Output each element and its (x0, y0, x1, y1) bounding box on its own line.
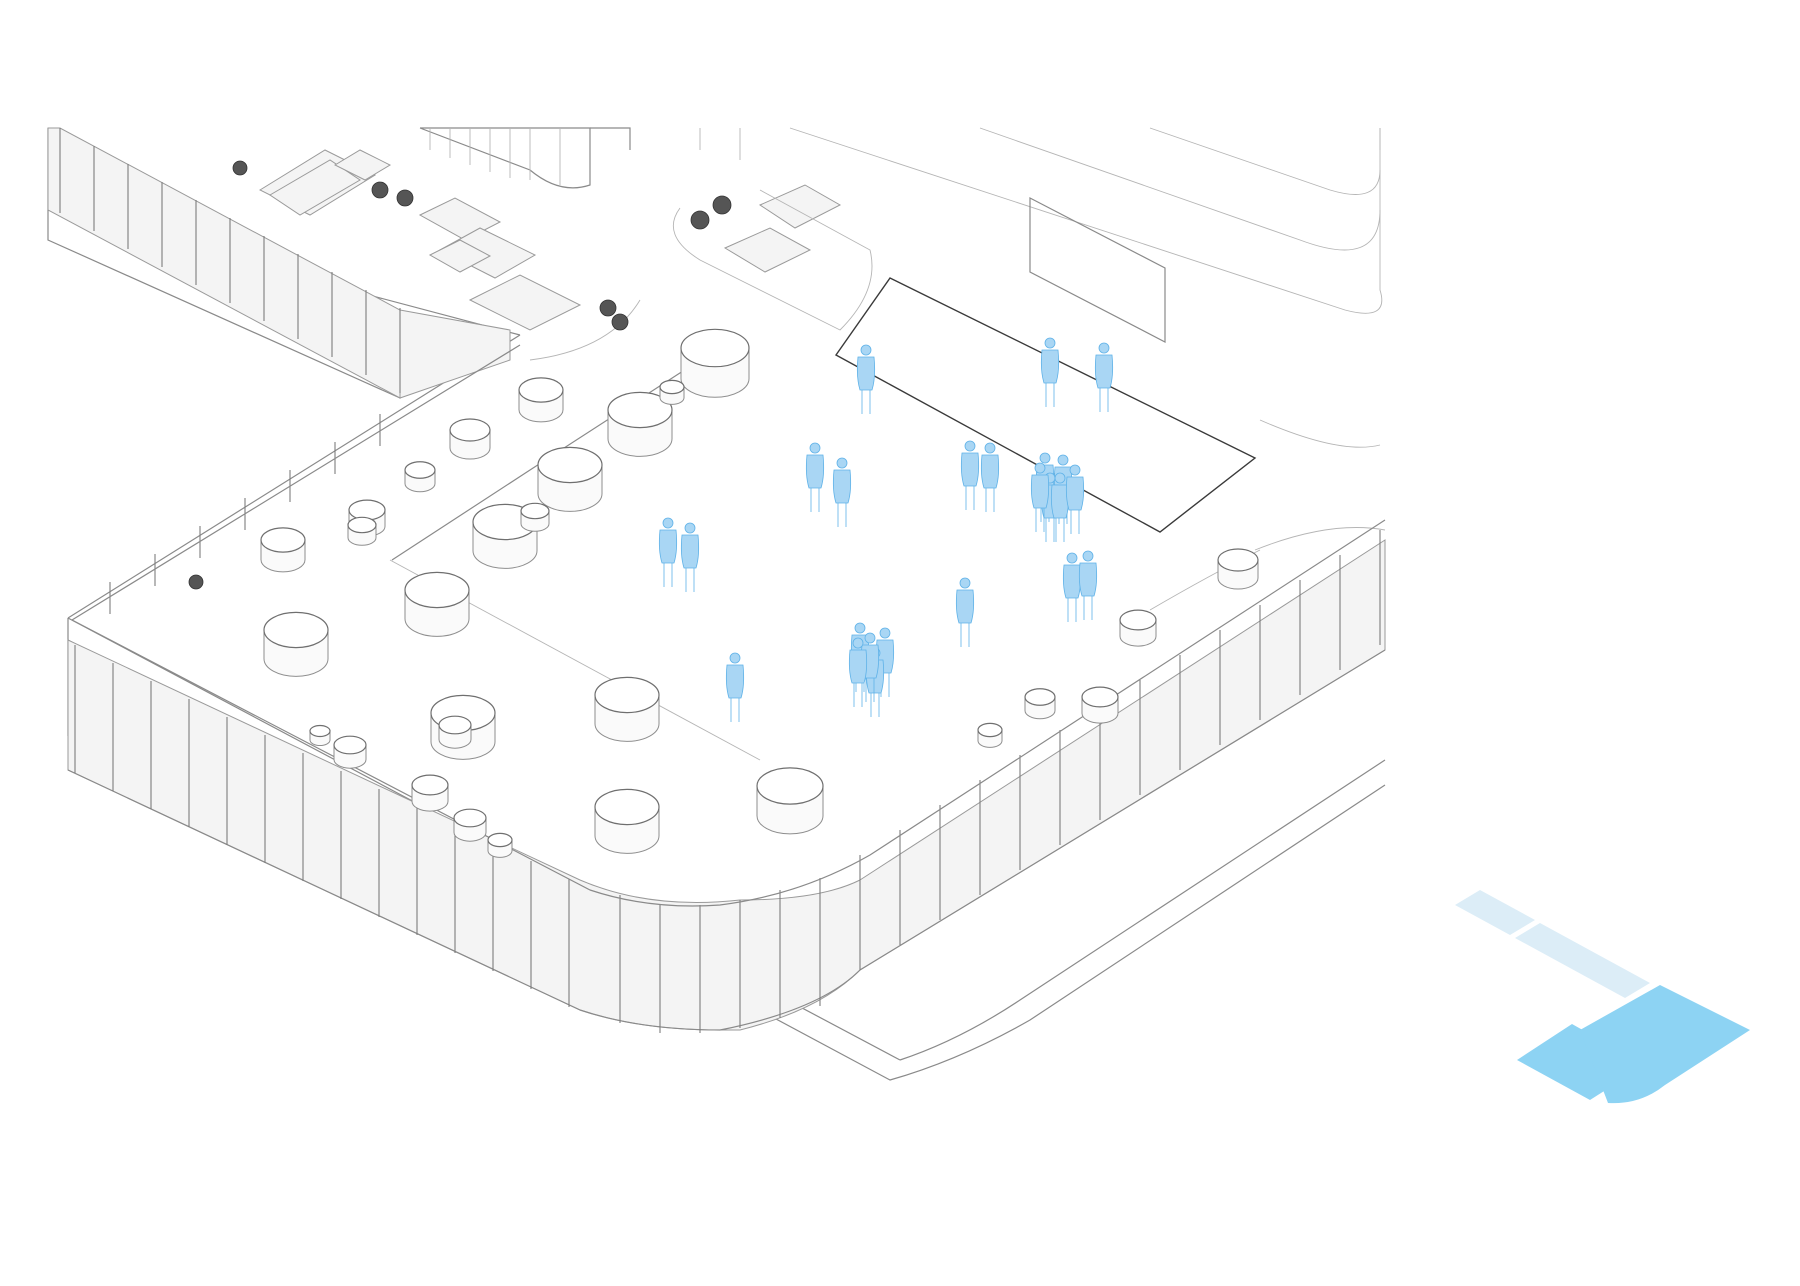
planter (1217, 548, 1259, 590)
planter (309, 724, 331, 746)
key-plan (1455, 890, 1750, 1104)
planter (680, 328, 750, 398)
planter (404, 571, 470, 637)
planter (411, 774, 449, 812)
planter (756, 767, 824, 835)
planter (404, 461, 436, 493)
planter (594, 788, 660, 854)
person-figure (1078, 550, 1098, 620)
person-figure (680, 522, 700, 592)
planter (1081, 686, 1119, 724)
person-figure (1065, 464, 1085, 534)
planter (607, 391, 673, 457)
planter (518, 377, 564, 423)
key-plan-segment-2 (1515, 923, 1650, 998)
planter (1119, 609, 1157, 647)
planters (260, 328, 1259, 858)
planter (1024, 688, 1056, 720)
planter (260, 527, 306, 573)
person-figure (725, 652, 745, 722)
key-plan-segment-4 (1580, 985, 1750, 1104)
street-outlines (699, 127, 1383, 448)
person-figure (848, 637, 868, 707)
billboard-panel (1029, 197, 1166, 343)
planter (594, 676, 660, 742)
person-figure (980, 442, 1000, 512)
event-zone-outline (834, 277, 1257, 533)
planter (977, 722, 1003, 748)
person-figure (856, 344, 876, 414)
planter (263, 611, 329, 677)
person-figure (1050, 472, 1070, 542)
planter (438, 715, 472, 749)
person-figure (1030, 462, 1050, 532)
person-figure (1062, 552, 1082, 622)
planter (659, 379, 685, 405)
planter (487, 832, 513, 858)
person-figure (1094, 342, 1114, 412)
person-figure (658, 517, 678, 587)
person-figure (960, 440, 980, 510)
front-facade (67, 539, 1386, 1031)
left-facade (47, 127, 511, 399)
person-figure (955, 577, 975, 647)
people (658, 337, 1114, 722)
deck-railing (71, 344, 1386, 907)
planter (333, 735, 367, 769)
key-plan-segment-1 (1455, 890, 1535, 935)
planter (449, 418, 491, 460)
front-facade-mullions (74, 530, 1381, 1033)
planter (453, 808, 487, 842)
planter (537, 446, 603, 512)
person-figure (805, 442, 825, 512)
person-figure (832, 457, 852, 527)
planter (347, 516, 377, 546)
planter (520, 502, 550, 532)
person-figure (1040, 337, 1060, 407)
upper-furniture (188, 127, 873, 590)
